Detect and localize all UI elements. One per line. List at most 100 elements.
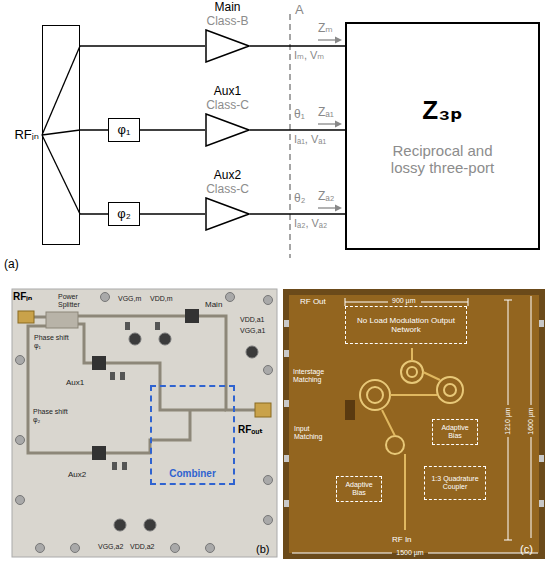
node-text: Class-C: [206, 99, 249, 113]
supply-label: VDD,a2: [130, 543, 155, 551]
splitter-fan: [42, 46, 80, 135]
signal-wire: [140, 129, 205, 131]
capacitor: [112, 462, 117, 470]
pcb-trace: [34, 316, 46, 319]
chip-trace: [404, 454, 406, 530]
amplifier-symbol: [205, 197, 250, 231]
figure-label: (a): [4, 258, 19, 272]
impedance-arrow: [335, 205, 342, 212]
dimension-line: [345, 298, 468, 306]
three-port-box: Z₃ₚReciprocal and lossy three-port: [345, 22, 540, 250]
bias-block: Adaptive Bias: [336, 476, 382, 502]
pcb-trace: [106, 410, 190, 453]
node-text: No Load Modulation Output Network: [348, 316, 464, 334]
chip-trace: [423, 372, 440, 380]
transistor: [92, 356, 106, 370]
chip-trace: [411, 348, 413, 361]
chip-label: Interstage Matching: [293, 368, 339, 384]
capacitor: [110, 322, 160, 470]
phase-shifter-box: φ₂: [108, 202, 140, 226]
phase-shifter-box: φ₁: [108, 118, 140, 142]
electrolytic-capacitor: [129, 333, 141, 345]
chip-label: RF Out: [300, 297, 326, 306]
dimension-label: 900 µm: [392, 297, 416, 305]
inductor-spiral: [386, 436, 404, 454]
signal-wire: [140, 213, 205, 215]
port-label: RFᵢₙ: [13, 291, 32, 303]
screw: [264, 516, 273, 525]
pcb-trace: [28, 326, 92, 453]
supply-label: VGG,a1: [240, 327, 265, 335]
electrolytic-capacitor: [114, 333, 258, 531]
capacitor: [120, 372, 125, 380]
supply-label: VDD,m: [150, 295, 173, 303]
output-network-box: No Load Modulation Output Network: [345, 306, 467, 344]
amplifier-symbol: [205, 29, 250, 63]
amplifier-symbol: [206, 198, 249, 230]
electrolytic-capacitor: [246, 346, 258, 358]
supply-label: VGG,m: [118, 295, 141, 303]
inductor-spiral: [367, 387, 383, 403]
pcb-trace: [78, 324, 92, 363]
impedance-arrow: [335, 121, 342, 128]
bond-pad: [284, 500, 289, 507]
screw: [206, 544, 215, 553]
screw: [264, 366, 273, 375]
dimension-line: [504, 300, 512, 540]
dimension-label: 1500 µm: [396, 549, 423, 557]
node-text: RFᵢₙ: [14, 128, 39, 143]
node-text: Aux1: [206, 85, 249, 99]
chip-label: RF In: [392, 535, 412, 544]
node-text: Class-B: [206, 15, 248, 29]
node-text: Aux2: [206, 169, 249, 183]
impedance-arrow: [318, 207, 336, 208]
power-splitter: RFᵢₙ: [42, 25, 80, 245]
figure-label: (c): [520, 543, 533, 556]
screw: [101, 293, 110, 302]
signal-wire: [80, 213, 108, 215]
reference-plane-label: A: [295, 3, 304, 18]
impedance-arrow: [318, 39, 336, 40]
capacitor: [110, 372, 115, 380]
amplifier-symbol: [206, 114, 249, 146]
node-text: φ₂: [117, 207, 130, 222]
node-text: φ₁: [118, 123, 131, 138]
transistor: [92, 446, 106, 460]
node-text: Class-C: [206, 183, 249, 197]
pcb-photo: [12, 289, 277, 557]
board-label: Phase shift φ₂: [33, 408, 69, 424]
impedance-arrow: [318, 123, 336, 124]
electrolytic-capacitor: [144, 519, 156, 531]
bond-pad: [284, 400, 289, 407]
screw: [226, 293, 235, 302]
screw: [171, 544, 180, 553]
electrolytic-capacitor: [159, 333, 171, 345]
supply-label: VGG,a2: [98, 543, 123, 551]
signal-wire: [80, 45, 205, 47]
transistor: [185, 309, 199, 323]
node-text: Combiner: [169, 468, 216, 480]
dimension-label: 1210 µm: [504, 407, 512, 434]
electrolytic-capacitor: [114, 519, 126, 531]
signal-wire: [250, 45, 345, 47]
capacitor: [155, 322, 160, 330]
signal-wire: [80, 129, 108, 131]
signal-wire: [250, 213, 345, 215]
splitter-fan: [42, 130, 80, 135]
chip-trace: [382, 410, 395, 436]
bond-pad: [539, 500, 544, 507]
amplifier-triangle: Aux1Class-C: [205, 113, 250, 147]
screw: [16, 293, 273, 553]
inductor-spiral: [437, 377, 463, 403]
phase-label: θ₁: [294, 108, 305, 122]
dimension-label: 1600 µm: [527, 407, 535, 434]
impedance-label: Zₐ₂: [318, 190, 334, 204]
port-label: RFₒᵤₜ: [238, 424, 263, 436]
capacitor: [122, 462, 127, 470]
text-holder: MainClass-B: [206, 1, 248, 29]
pcb-trace: [78, 315, 185, 318]
bond-pad: [284, 350, 289, 357]
chip-label: Input Matching: [294, 425, 334, 441]
board-label: Aux1: [66, 378, 84, 387]
dimension-line: [292, 296, 538, 553]
